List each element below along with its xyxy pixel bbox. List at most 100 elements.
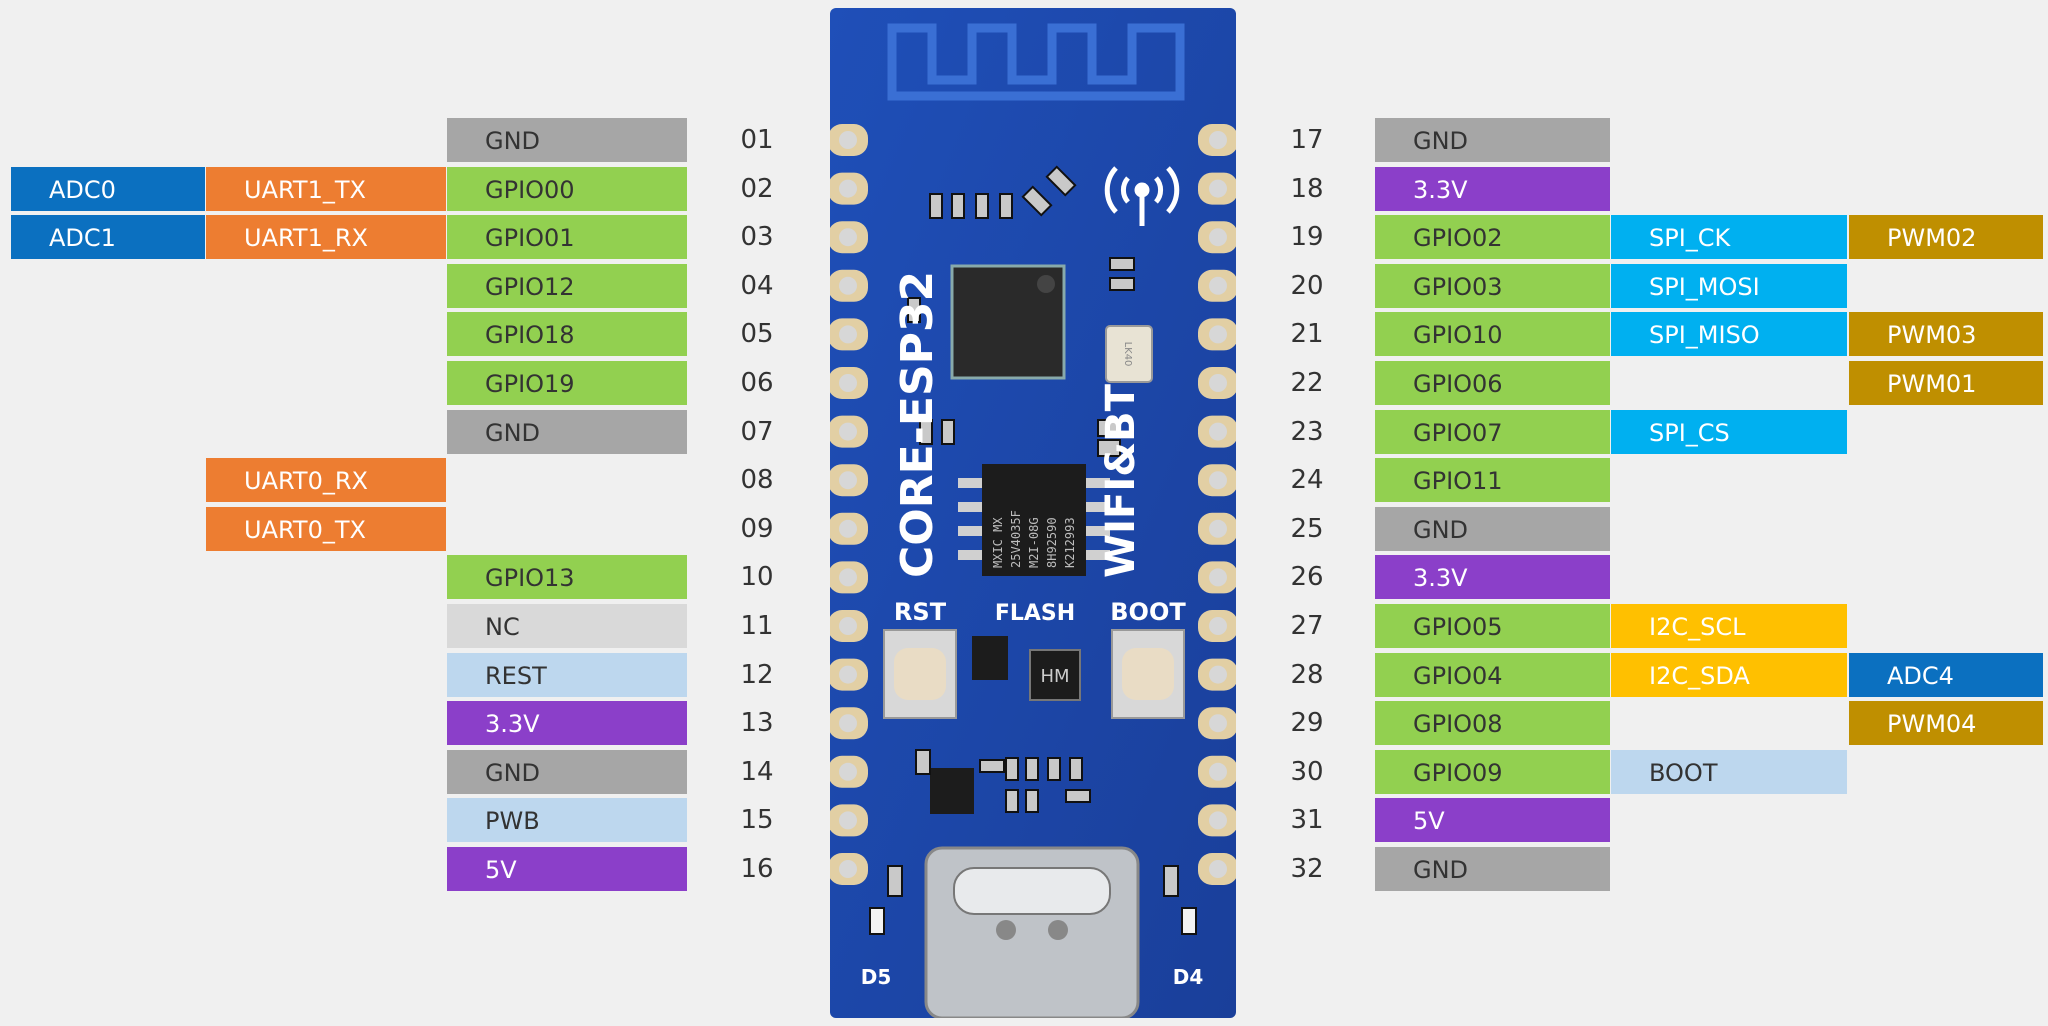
pin-label-adc4: ADC4 [1848, 652, 2044, 698]
pin-label-gpio11: GPIO11 [1374, 457, 1611, 503]
pin-hole-center [839, 811, 857, 830]
flash-chip-marking: MXIC MX [991, 517, 1005, 568]
pin-number: 02 [740, 174, 774, 204]
pin-number: 10 [740, 562, 774, 592]
pin-label-gnd: GND [1374, 846, 1611, 892]
led-d5 [869, 907, 885, 935]
pin-label-i2c-sda: I2C_SDA [1610, 652, 1848, 698]
pin-label-gpio09: GPIO09 [1374, 749, 1611, 795]
pin-number: 19 [1290, 222, 1324, 252]
flash-chip-marking: M2I-08G [1027, 517, 1041, 568]
pin-number: 30 [1290, 757, 1324, 787]
pin-hole-center [1209, 228, 1227, 247]
wifi-icon [1104, 166, 1180, 226]
pin-label-boot: BOOT [1610, 749, 1848, 795]
pin-number: 25 [1290, 514, 1324, 544]
pin-hole-center [839, 714, 857, 733]
pin-number: 18 [1290, 174, 1324, 204]
pin-number: 11 [740, 611, 774, 641]
pin-label-spi-mosi: SPI_MOSI [1610, 263, 1848, 309]
pin-label-5v: 5V [1374, 797, 1611, 843]
pin-hole-center [839, 568, 857, 587]
pin-hole-center [1209, 276, 1227, 295]
pin-number: 21 [1290, 319, 1324, 349]
crystal [1105, 325, 1153, 383]
pin-label-uart0-tx: UART0_TX [205, 506, 447, 552]
board-name: CORE-ESP32 [892, 271, 943, 578]
pin-label-gnd: GND [446, 409, 688, 455]
pin-hole-center [839, 276, 857, 295]
regulator [930, 768, 974, 814]
pin-hole-center [839, 860, 857, 878]
pin-label-pwm01: PWM01 [1848, 360, 2044, 406]
boot-label: BOOT [1110, 598, 1186, 626]
pin-label-spi-cs: SPI_CS [1610, 409, 1848, 455]
pin-label-gpio08: GPIO08 [1374, 700, 1611, 746]
flash-chip-marking: K212993 [1063, 517, 1077, 568]
pin-label-pwm04: PWM04 [1848, 700, 2044, 746]
flash-chip-legs [958, 478, 1110, 560]
pin-label-uart1-tx: UART1_TX [205, 166, 447, 212]
pin-number: 24 [1290, 465, 1324, 495]
pin-number: 22 [1290, 368, 1324, 398]
pin-hole-center [1209, 422, 1227, 441]
pin-number: 31 [1290, 805, 1324, 835]
pin-label-spi-miso: SPI_MISO [1610, 311, 1848, 357]
pin-number: 01 [740, 125, 774, 155]
pin-label-pwm02: PWM02 [1848, 214, 2044, 260]
pin-hole-center [839, 374, 857, 392]
pin-label-i2c-scl: I2C_SCL [1610, 603, 1848, 649]
pin-number: 06 [740, 368, 774, 398]
antenna-trace [887, 23, 1185, 101]
pin-hole-center [839, 471, 857, 490]
pin-label-3-3v: 3.3V [1374, 166, 1611, 212]
led-d4 [1181, 907, 1197, 935]
pin-number: 08 [740, 465, 774, 495]
pin-label-gpio10: GPIO10 [1374, 311, 1611, 357]
crystal-label: LK40 [1122, 342, 1133, 367]
pin-hole-center [1209, 860, 1227, 878]
pin-number: 07 [740, 417, 774, 447]
left-pin-holes [830, 124, 868, 885]
pin-label-gpio03: GPIO03 [1374, 263, 1611, 309]
pin-number: 05 [740, 319, 774, 349]
pin-label-gpio01: GPIO01 [446, 214, 688, 260]
pin-label-3-3v: 3.3V [1374, 554, 1611, 600]
pin-hole-center [1209, 714, 1227, 733]
smd-components-mid [907, 257, 1135, 457]
pin-label-nc: NC [446, 603, 688, 649]
rst-label: RST [894, 598, 947, 626]
pin-label-spi-ck: SPI_CK [1610, 214, 1848, 260]
pin-hole-center [839, 131, 857, 149]
pin-number: 03 [740, 222, 774, 252]
pin-number: 04 [740, 271, 774, 301]
pin-label-gpio18: GPIO18 [446, 311, 688, 357]
wireless-label: WIFI&BT [1098, 383, 1144, 578]
pin-number: 27 [1290, 611, 1324, 641]
pin-number: 12 [740, 660, 774, 690]
pin-label-gpio06: GPIO06 [1374, 360, 1611, 406]
pin-label-5v: 5V [446, 846, 688, 892]
usb-c-connector[interactable] [924, 846, 1140, 1018]
rst-button[interactable] [883, 629, 957, 719]
pin-hole-center [1209, 179, 1227, 198]
pin-label-adc1: ADC1 [10, 214, 206, 260]
pin-label-gpio04: GPIO04 [1374, 652, 1611, 698]
smd-components-top [929, 165, 1077, 219]
pin-hole-center [1209, 325, 1227, 344]
pin-number: 13 [740, 708, 774, 738]
led-d5-label: D5 [861, 965, 892, 989]
pin-hole-center [1209, 471, 1227, 490]
pin-hole-center [1209, 519, 1227, 538]
flash-chip-marking: 25V4035F [1009, 510, 1023, 568]
small-chip-left [972, 636, 1008, 680]
smd-components-bottom [887, 749, 1179, 897]
pin-number: 14 [740, 757, 774, 787]
boot-button[interactable] [1111, 629, 1185, 719]
pin-label-adc0: ADC0 [10, 166, 206, 212]
pin-label-gpio19: GPIO19 [446, 360, 688, 406]
pin-hole-center [1209, 665, 1227, 684]
pin-hole-center [1209, 568, 1227, 587]
pin-hole-center [839, 228, 857, 247]
